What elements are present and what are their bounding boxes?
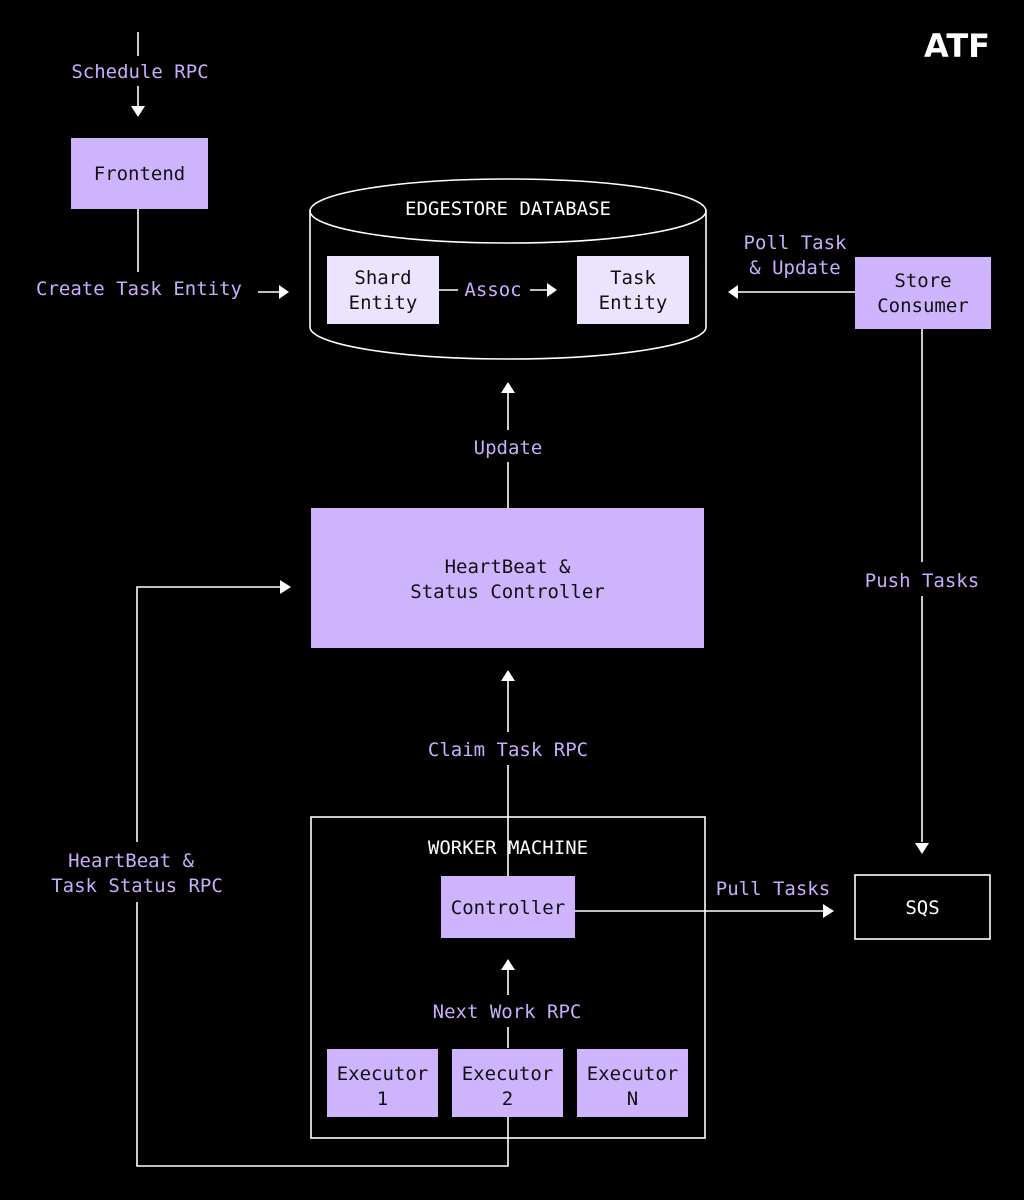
status-controller-line2: Status Controller — [410, 581, 604, 603]
edge-heartbeat-arrowhead — [280, 580, 291, 594]
database-title: EDGESTORE DATABASE — [405, 198, 611, 220]
label-update: Update — [474, 437, 543, 459]
worker-controller-label: Controller — [451, 897, 565, 919]
sqs-box — [854, 874, 991, 940]
edge-pull-tasks-arrowhead — [823, 904, 834, 918]
edge-poll-task-arrowhead — [728, 285, 738, 299]
sqs-label: SQS — [905, 897, 939, 919]
label-pull-tasks: Pull Tasks — [716, 878, 830, 900]
executor-2-line2: 2 — [502, 1088, 513, 1110]
label-next-work-rpc: Next Work RPC — [433, 1001, 582, 1023]
edge-create-task-entity-arrowhead — [279, 285, 289, 299]
store-consumer-line2: Consumer — [877, 295, 969, 317]
shard-entity-line2: Entity — [349, 292, 418, 314]
task-entity-box — [577, 256, 689, 324]
edge-heartbeat-lower — [136, 902, 509, 1167]
shard-entity-line1: Shard — [354, 267, 411, 289]
status-controller-box — [311, 508, 704, 648]
database-cylinder-body — [309, 178, 707, 360]
frontend-box — [71, 138, 208, 209]
label-poll-task-line2: & Update — [749, 257, 841, 279]
label-assoc: Assoc — [464, 279, 521, 301]
label-heartbeat-line2: Task Status RPC — [51, 875, 223, 897]
edge-push-tasks-arrowhead — [915, 843, 929, 854]
edge-assoc-arrowhead — [547, 283, 557, 297]
executor-1-line2: 1 — [377, 1088, 388, 1110]
database-cylinder-lid — [309, 210, 707, 244]
edgestore-database: EDGESTORE DATABASE — [309, 178, 707, 360]
edge-heartbeat-upper — [136, 586, 281, 842]
status-controller-line1: HeartBeat & — [445, 556, 571, 578]
worker-machine-box — [310, 816, 706, 1139]
task-entity-line2: Entity — [599, 292, 668, 314]
store-consumer-box — [855, 257, 991, 329]
shard-entity-box — [327, 256, 439, 324]
worker-controller-box — [441, 876, 575, 938]
executor-n-line1: Executor — [587, 1063, 679, 1085]
label-heartbeat-line1: HeartBeat & — [68, 850, 194, 872]
edge-next-work-arrowhead — [501, 959, 515, 970]
label-schedule-rpc: Schedule RPC — [71, 61, 208, 83]
label-poll-task-line1: Poll Task — [744, 232, 848, 254]
label-claim-task-rpc: Claim Task RPC — [428, 739, 588, 761]
worker-machine-title: WORKER MACHINE — [428, 837, 588, 859]
edge-update-arrowhead — [501, 382, 515, 393]
label-push-tasks: Push Tasks — [865, 570, 979, 592]
executor-1-line1: Executor — [337, 1063, 429, 1085]
executor-n-line2: N — [627, 1088, 638, 1110]
executor-2-box — [452, 1049, 563, 1117]
task-entity-line1: Task — [610, 267, 656, 289]
edge-schedule-rpc-arrowhead — [131, 106, 145, 117]
label-create-task-entity: Create Task Entity — [36, 278, 242, 300]
edge-claim-task-arrowhead — [501, 670, 515, 681]
executor-1-box — [327, 1049, 438, 1117]
store-consumer-line1: Store — [894, 270, 951, 292]
executor-2-line1: Executor — [462, 1063, 554, 1085]
atf-logo: ATF — [924, 27, 990, 65]
executor-n-box — [577, 1049, 688, 1117]
frontend-label: Frontend — [94, 163, 186, 185]
